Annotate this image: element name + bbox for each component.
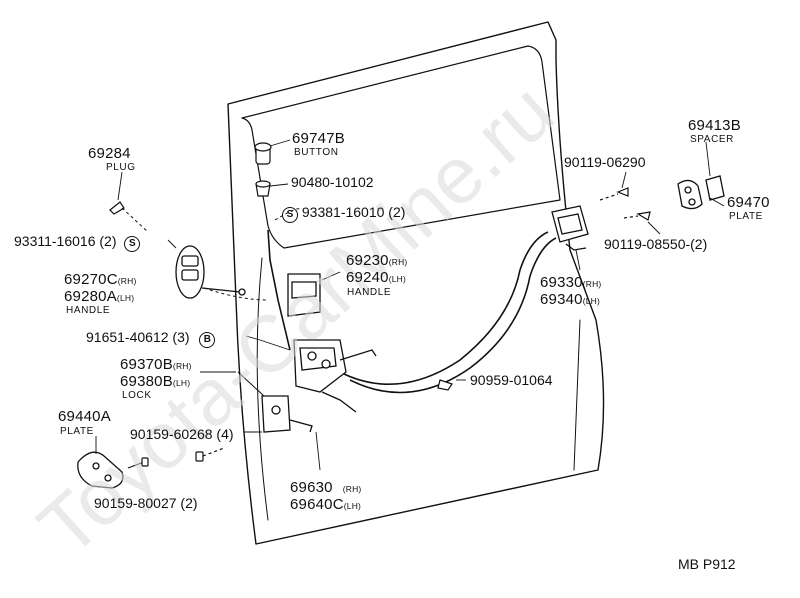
part-90159-60268: 90159-60268 (4) xyxy=(130,426,234,442)
part-90119-08550: 90119-08550-(2) xyxy=(604,236,708,252)
tag-rh-5: (RH) xyxy=(582,279,602,289)
label-button: BUTTON xyxy=(294,147,339,158)
tag-rh-3: (RH) xyxy=(172,361,192,371)
tag-rh-4: (RH) xyxy=(342,484,362,494)
part-69270c: 69270C xyxy=(64,271,118,288)
b-symbol-icon: B xyxy=(199,332,216,348)
part-69284: 69284 xyxy=(88,145,131,162)
part-69630-group: 69630 (RH) xyxy=(290,480,361,495)
part-69340: 69340 xyxy=(540,291,583,308)
label-plate-right: PLATE xyxy=(729,211,763,222)
tag-rh-2: (RH) xyxy=(117,276,137,286)
label-lock: LOCK xyxy=(122,390,152,401)
part-69370b-group: 69370B(RH) xyxy=(120,357,192,372)
tag-lh-3: (LH) xyxy=(172,378,191,388)
door-lock-assembly xyxy=(293,339,377,413)
part-91651-group: 91651-40612 (3) B xyxy=(86,329,216,348)
part-93311-group: 93311-16016 (2) S xyxy=(14,233,141,252)
part-93311: 93311-16016 (2) xyxy=(14,233,117,249)
s-symbol-icon: S xyxy=(282,207,298,223)
rear-lock-part xyxy=(551,205,589,251)
part-69340-group: 69340(LH) xyxy=(540,292,600,307)
inside-handle-part xyxy=(175,245,246,299)
lock-button-part xyxy=(254,142,272,165)
part-69640c-group: 69640C(LH) xyxy=(290,497,361,512)
part-69230-group: 69230(RH) xyxy=(346,253,407,268)
part-69630: 69630 xyxy=(290,479,333,496)
door-window-frame xyxy=(241,45,561,249)
part-69240: 69240 xyxy=(346,269,389,286)
bolt-part xyxy=(127,457,149,469)
label-spacer: SPACER xyxy=(690,134,734,145)
part-90480: 90480-10102 xyxy=(291,174,374,190)
part-69380b: 69380B xyxy=(120,373,173,390)
label-handle-right: HANDLE xyxy=(347,287,392,298)
control-cable-2 xyxy=(349,237,557,394)
part-69280a-group: 69280A(LH) xyxy=(64,289,134,304)
part-69280a: 69280A xyxy=(64,288,117,305)
door-inner-edge xyxy=(256,257,269,521)
label-plug: PLUG xyxy=(106,162,136,173)
rear-striker-part xyxy=(677,175,725,210)
part-69330: 69330 xyxy=(540,274,583,291)
s-symbol-icon-2: S xyxy=(124,236,141,252)
outside-handle-part xyxy=(287,273,321,317)
part-90119-06290: 90119-06290 xyxy=(564,154,646,170)
tag-lh-2: (LH) xyxy=(116,293,135,303)
part-69640c: 69640C xyxy=(290,496,344,513)
screw-part xyxy=(599,187,651,221)
striker-plate-part xyxy=(77,451,124,489)
plug-part xyxy=(109,201,125,215)
part-69270c-group: 69270C(RH) xyxy=(64,272,137,287)
tag-lh-5: (LH) xyxy=(582,296,601,306)
part-69330-group: 69330(RH) xyxy=(540,275,601,290)
part-69380b-group: 69380B(LH) xyxy=(120,374,190,389)
leader-lines xyxy=(95,139,725,471)
part-90159-80027: 90159-80027 (2) xyxy=(94,495,198,511)
tag-lh-4: (LH) xyxy=(343,501,362,511)
part-69230: 69230 xyxy=(346,252,389,269)
tag-rh: (RH) xyxy=(388,257,408,267)
part-69413b: 69413B xyxy=(688,117,741,134)
part-69747b: 69747B xyxy=(292,130,345,147)
figure-code: MB P912 xyxy=(678,556,736,572)
part-93381: 93381-16010 (2) xyxy=(301,204,406,220)
part-69240-group: 69240(LH) xyxy=(346,270,406,285)
lock-latch-part xyxy=(261,395,313,433)
control-cable xyxy=(343,231,549,386)
lock-rod xyxy=(267,229,291,351)
bolt-part-2 xyxy=(195,447,225,462)
part-69440a: 69440A xyxy=(58,408,111,425)
cable-clip xyxy=(437,379,453,391)
tag-lh: (LH) xyxy=(388,274,407,284)
part-91651: 91651-40612 (3) xyxy=(86,329,190,345)
label-plate-left: PLATE xyxy=(60,426,94,437)
door-panel-outline xyxy=(227,21,605,545)
part-93381-group: S 93381-16010 (2) xyxy=(282,205,405,223)
part-90959: 90959-01064 xyxy=(470,372,553,388)
label-handle-left: HANDLE xyxy=(66,305,111,316)
grommet-part xyxy=(255,180,271,197)
part-69370b: 69370B xyxy=(120,356,173,373)
part-69470: 69470 xyxy=(727,194,770,211)
